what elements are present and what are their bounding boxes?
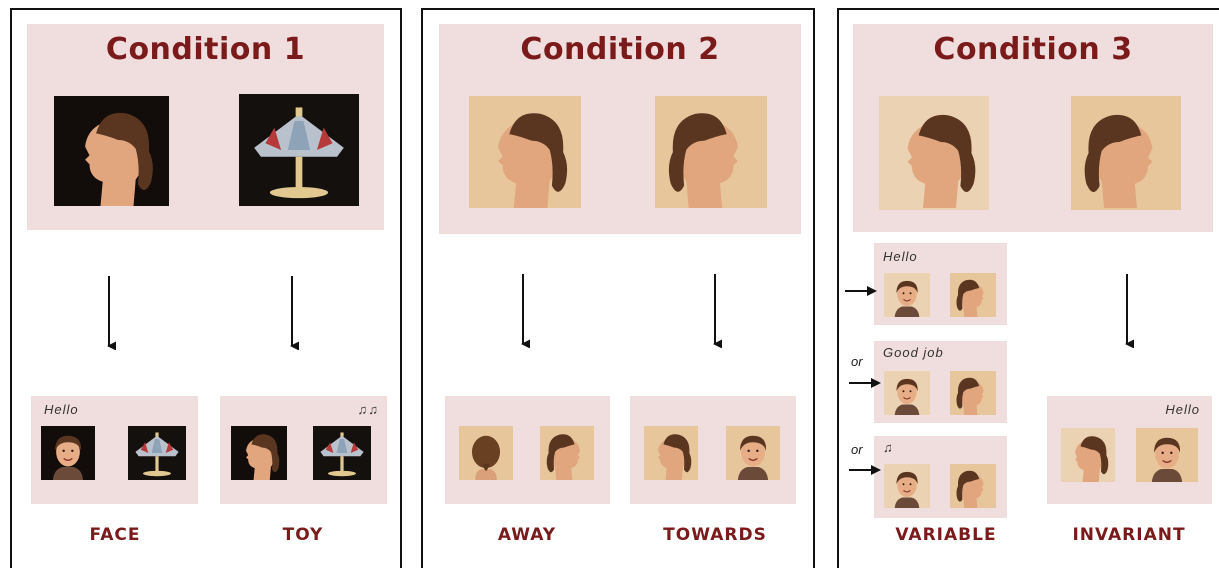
condition-1-title: Condition 1 <box>27 32 384 67</box>
face-profile-photo <box>54 96 169 206</box>
or-label: or <box>851 354 863 369</box>
good-job-caption: Good job <box>883 345 944 360</box>
arrow-down-icon <box>285 276 299 350</box>
hello-caption: Hello <box>44 402 79 417</box>
condition-1-header-box: Condition 1 <box>27 24 384 230</box>
face-frontal-photo <box>884 273 930 317</box>
face-test-box: Hello <box>31 396 198 504</box>
toy-photo <box>313 426 371 480</box>
condition-1-panel: Condition 1 Hello ♫♫ FACE TOY <box>10 8 402 568</box>
towards-test-box <box>630 396 796 504</box>
variable-label: VARIABLE <box>866 525 1026 545</box>
profile-left-photo <box>1061 428 1115 482</box>
profile-left-photo <box>644 426 698 480</box>
profile-right-photo <box>655 96 767 208</box>
music-note-icon: ♫♫ <box>358 402 380 417</box>
profile-right-photo <box>950 371 996 415</box>
arrow-down-icon <box>708 274 722 348</box>
face-profile-photo <box>231 426 287 480</box>
condition-2-title: Condition 2 <box>439 32 801 67</box>
music-note-icon: ♫ <box>883 440 894 455</box>
face-frontal-photo <box>1136 428 1198 482</box>
toy-photo <box>128 426 186 480</box>
profile-right-photo <box>1071 96 1181 210</box>
variable-test-box: Hello <box>874 243 1007 325</box>
face-label: FACE <box>35 525 195 545</box>
away-label: AWAY <box>447 525 607 545</box>
profile-left-photo <box>469 96 581 208</box>
variable-test-box: Good job <box>874 341 1007 423</box>
back-of-head-photo <box>459 426 513 480</box>
face-frontal-photo <box>41 426 95 480</box>
toy-test-box: ♫♫ <box>220 396 387 504</box>
face-frontal-photo <box>884 371 930 415</box>
invariant-test-box: Hello <box>1047 396 1212 504</box>
condition-3-panel: Condition 3 Hello or Good job or ♫ <box>837 8 1219 568</box>
condition-3-title: Condition 3 <box>853 32 1213 67</box>
profile-right-photo <box>540 426 594 480</box>
hello-caption: Hello <box>883 249 918 264</box>
condition-2-panel: Condition 2 AWAY TOWARDS <box>421 8 815 568</box>
profile-right-photo <box>950 464 996 508</box>
profile-right-photo <box>950 273 996 317</box>
arrow-right-icon <box>849 464 883 476</box>
hello-caption: Hello <box>1165 402 1200 417</box>
condition-3-header-box: Condition 3 <box>853 24 1213 232</box>
arrow-down-icon <box>516 274 530 348</box>
face-frontal-photo <box>884 464 930 508</box>
face-frontal-photo <box>726 426 780 480</box>
toy-photo <box>239 94 359 206</box>
arrow-down-icon <box>1120 274 1134 348</box>
variable-test-box: ♫ <box>874 436 1007 518</box>
or-label: or <box>851 442 863 457</box>
profile-left-photo <box>879 96 989 210</box>
away-test-box <box>445 396 610 504</box>
invariant-label: INVARIANT <box>1049 525 1209 545</box>
arrow-right-icon <box>845 285 879 297</box>
condition-2-header-box: Condition 2 <box>439 24 801 234</box>
towards-label: TOWARDS <box>635 525 795 545</box>
arrow-right-icon <box>849 377 883 389</box>
toy-label: TOY <box>223 525 383 545</box>
arrow-down-icon <box>102 276 116 350</box>
